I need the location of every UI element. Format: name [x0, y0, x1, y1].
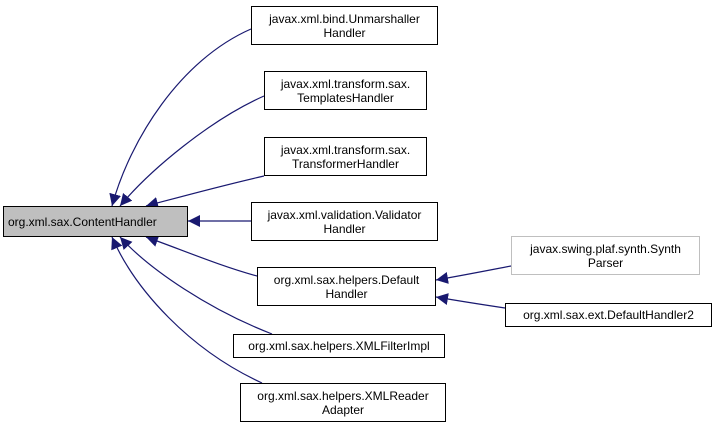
node-xml-filter-impl[interactable]: org.xml.sax.helpers.XMLFilterImpl [233, 334, 445, 358]
node-transformer-handler[interactable]: javax.xml.transform.sax. TransformerHand… [264, 137, 427, 176]
edge-unmarshaller-to-contenthandler [109, 28, 252, 207]
node-label-line1: javax.xml.validation.Validator [267, 207, 422, 222]
node-synth-parser[interactable]: javax.swing.plaf.synth.Synth Parser [511, 236, 700, 275]
edge-templates-to-contenthandler [119, 95, 265, 207]
node-label-line2: Adapter [321, 402, 365, 417]
node-xml-reader-adapter[interactable]: org.xml.sax.helpers.XMLReader Adapter [240, 383, 446, 422]
node-label-line2: Handler [323, 221, 366, 236]
node-default-handler2[interactable]: org.xml.sax.ext.DefaultHandler2 [505, 303, 712, 327]
edge-synthparser-to-defaulthandler [435, 265, 512, 284]
edge-transformer-to-contenthandler [145, 175, 265, 209]
node-label-line1: javax.xml.bind.Unmarshaller [269, 11, 420, 26]
node-label-line1: javax.swing.plaf.synth.Synth [530, 241, 681, 256]
node-label-line2: TemplatesHandler [297, 90, 394, 105]
node-content-handler-label: org.xml.sax.ContentHandler [8, 214, 157, 229]
node-label-line1: javax.xml.transform.sax. [280, 142, 411, 157]
node-label-line1: javax.xml.transform.sax. [280, 76, 411, 91]
edge-xmlreader-to-contenthandler [111, 236, 263, 384]
node-label-line2: Handler [325, 286, 368, 301]
node-label-line2: TransformerHandler [292, 156, 399, 171]
node-label-line1: org.xml.sax.helpers.Default [273, 272, 420, 287]
node-label-line1: org.xml.sax.helpers.XMLReader [257, 388, 429, 403]
node-label-line2: Parser [587, 255, 624, 270]
node-validator-handler[interactable]: javax.xml.validation.Validator Handler [251, 202, 438, 241]
node-unmarshaller-handler[interactable]: javax.xml.bind.Unmarshaller Handler [251, 6, 438, 45]
node-label-line2: Handler [323, 25, 366, 40]
edge-defaulthandler2-to-defaulthandler [435, 293, 506, 309]
node-content-handler[interactable]: org.xml.sax.ContentHandler [3, 206, 188, 237]
node-label-line1: org.xml.sax.ext.DefaultHandler2 [523, 308, 694, 322]
node-templates-handler[interactable]: javax.xml.transform.sax. TemplatesHandle… [264, 71, 427, 110]
node-default-handler[interactable]: org.xml.sax.helpers.Default Handler [257, 267, 436, 306]
edge-xmlfilter-to-contenthandler [119, 236, 273, 335]
edge-defaulthandler-to-contenthandler [145, 235, 258, 277]
node-label-line1: org.xml.sax.helpers.XMLFilterImpl [248, 339, 430, 353]
